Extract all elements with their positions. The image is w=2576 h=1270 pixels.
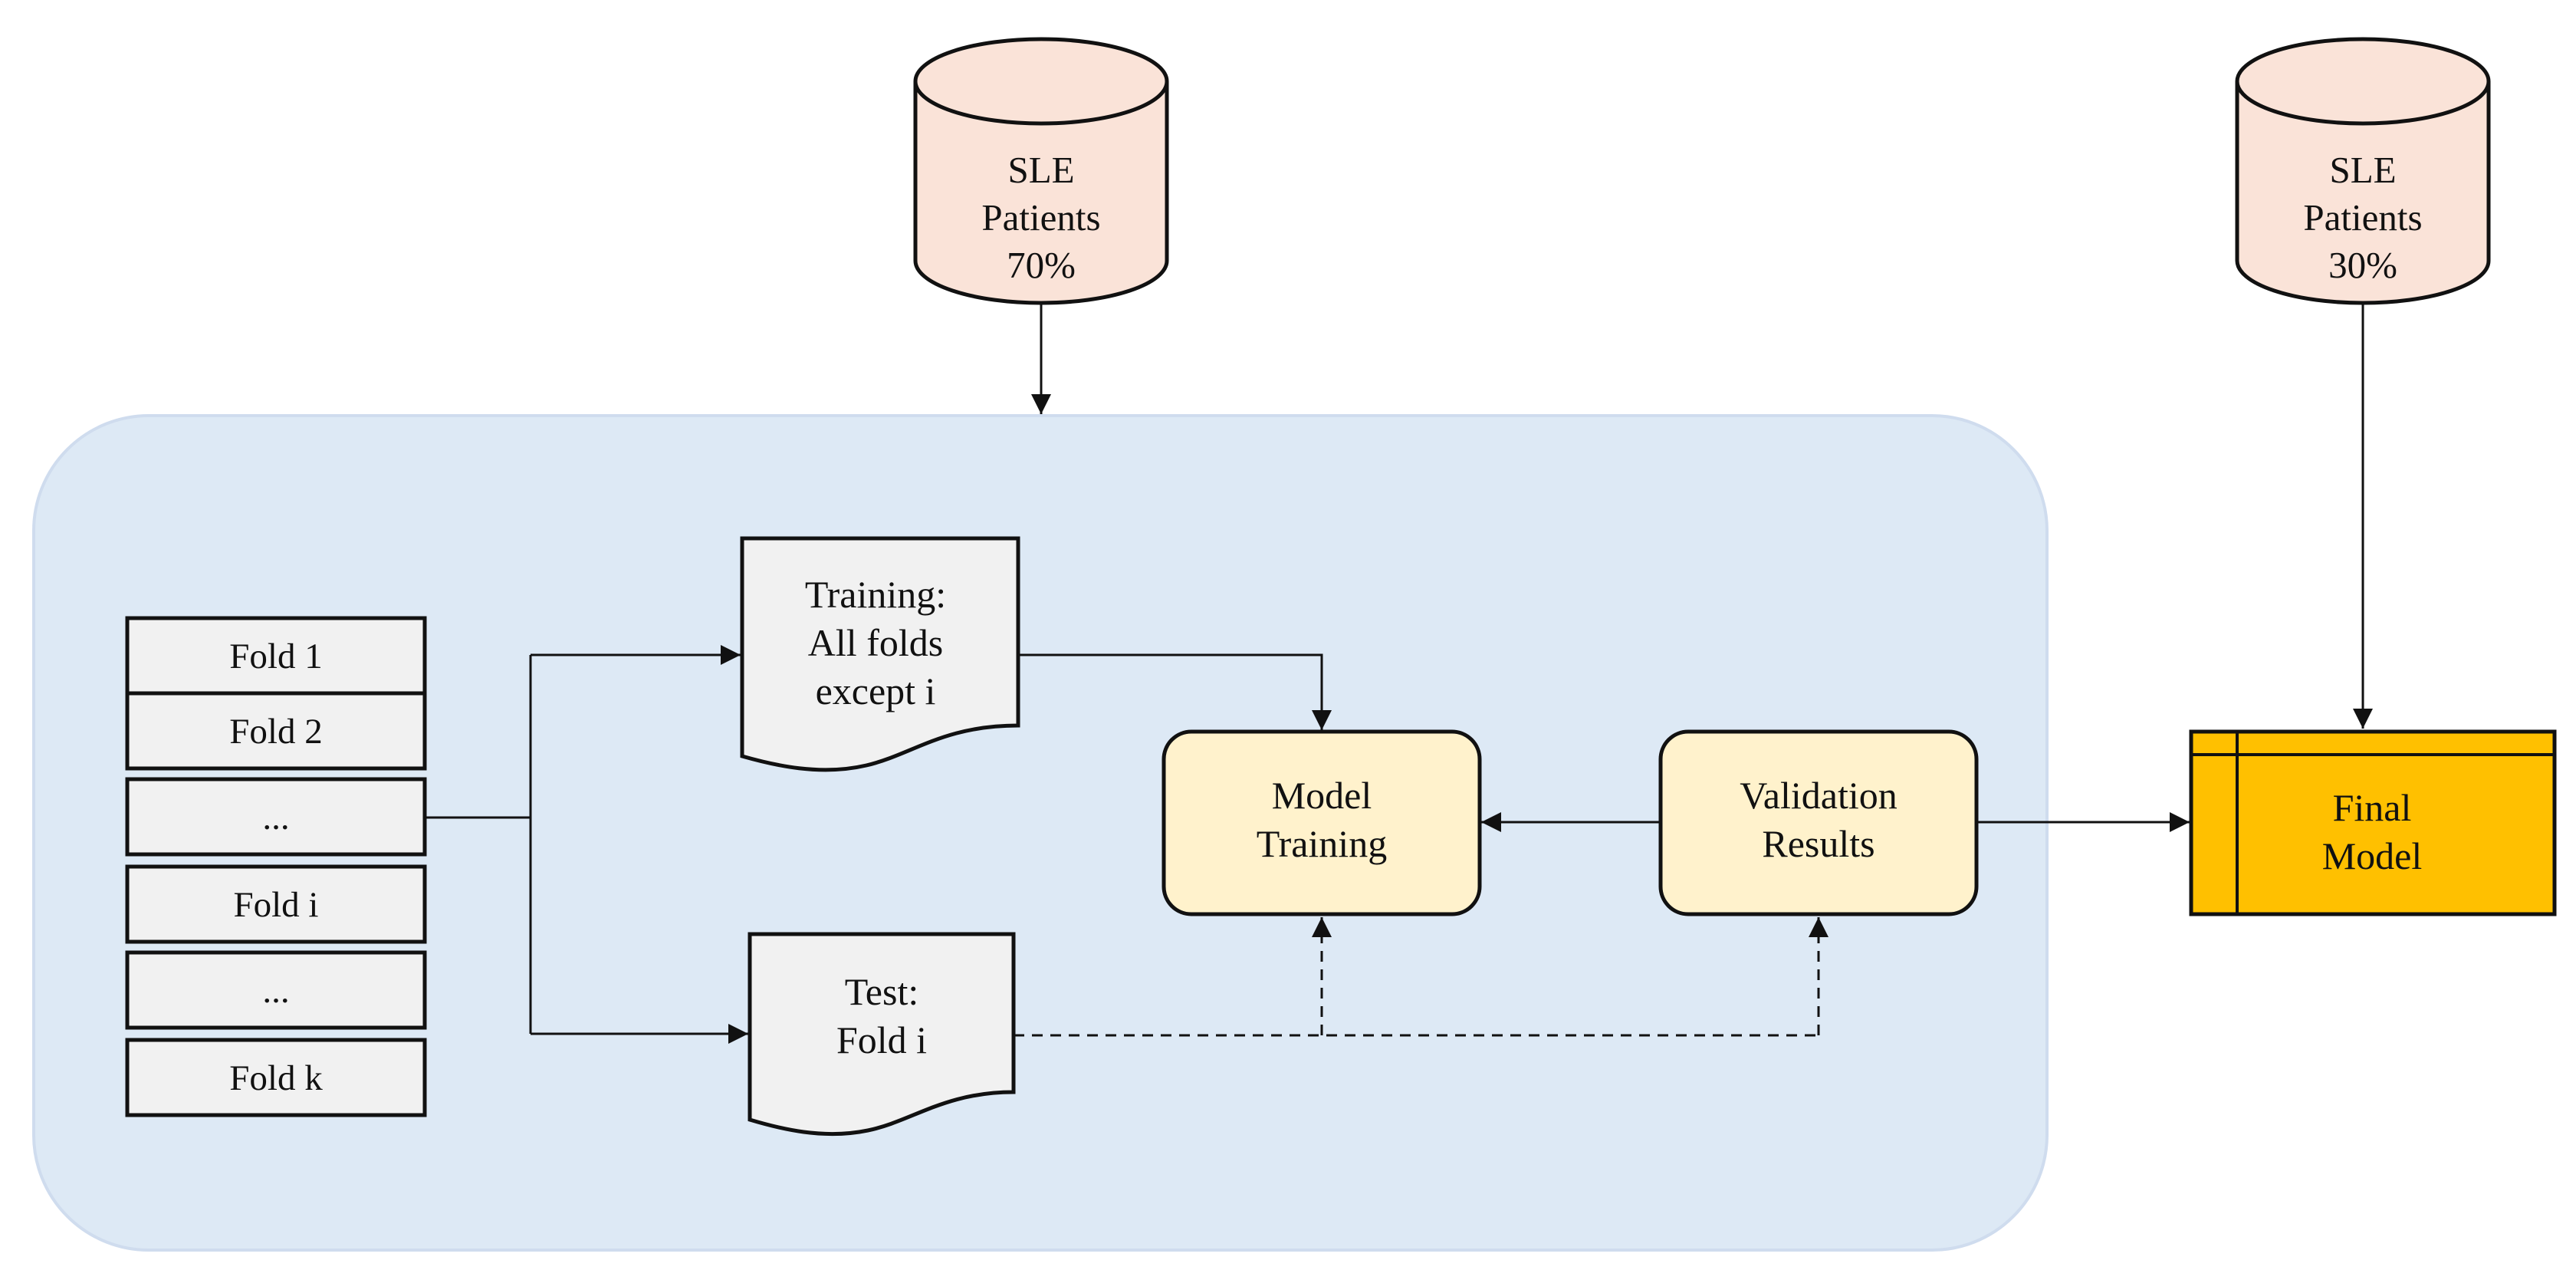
model-training-label-1: Model	[1272, 774, 1372, 817]
fold-label: ...	[262, 798, 289, 837]
database-train-label-2: Patients	[981, 196, 1100, 239]
fold-box	[125, 864, 427, 944]
test-dashed-connectors	[1014, 917, 1829, 1037]
fold-box	[125, 1038, 427, 1117]
training-doc-label-3: except i	[816, 670, 936, 712]
validation-results-box: Validation Results	[1658, 729, 1979, 916]
arrow-training-to-model	[1018, 653, 1332, 730]
training-doc-label-2: All folds	[808, 621, 943, 664]
split-connectors	[425, 645, 748, 1044]
validation-results-label-1: Validation	[1740, 774, 1898, 817]
fold-label: ...	[262, 971, 289, 1011]
final-model-label-1: Final	[2333, 786, 2412, 829]
database-train-label-1: SLE	[1007, 149, 1074, 191]
database-train-label-3: 70%	[1007, 244, 1076, 286]
training-doc-label-1: Training:	[805, 573, 946, 616]
final-model-box: Final Model	[2189, 729, 2557, 916]
fold-label: Fold 2	[229, 712, 322, 752]
cross-validation-container	[32, 414, 2049, 1252]
final-model-label-2: Model	[2322, 834, 2423, 877]
fold-list: Fold 1 Fold 2 ... Fold i ... Fold k	[125, 616, 427, 1117]
database-test-label-1: SLE	[2329, 149, 2396, 191]
test-doc-label-2: Fold i	[836, 1018, 927, 1061]
database-test-30: SLE Patients 30%	[2235, 37, 2491, 305]
fold-label: Fold i	[233, 885, 318, 925]
fold-box	[125, 777, 427, 857]
database-train-70: SLE Patients 70%	[913, 37, 1169, 305]
test-document: Test: Fold i	[748, 932, 1016, 1137]
database-test-label-2: Patients	[2303, 196, 2422, 239]
fold-label: Fold 1	[229, 637, 322, 676]
validation-results-label-2: Results	[1762, 822, 1875, 865]
training-document: Training: All folds except i	[740, 536, 1020, 772]
fold-box	[125, 616, 427, 696]
model-training-label-2: Training	[1257, 822, 1387, 865]
model-training-box: Model Training	[1162, 729, 1482, 916]
database-test-label-3: 30%	[2328, 244, 2397, 286]
fold-box	[125, 950, 427, 1030]
test-doc-label-1: Test:	[845, 970, 918, 1013]
fold-label: Fold k	[229, 1058, 323, 1098]
fold-box	[125, 691, 427, 771]
